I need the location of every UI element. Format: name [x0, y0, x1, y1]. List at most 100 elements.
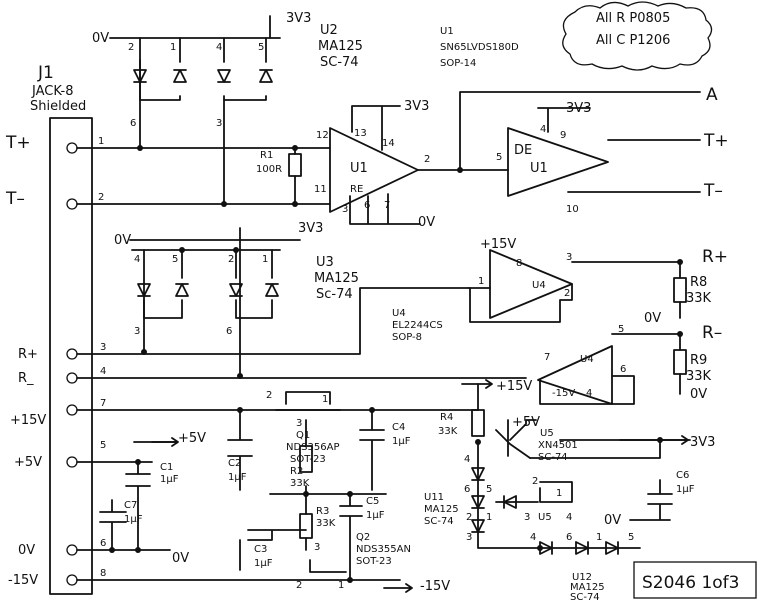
- rail-m15-bus: -15V: [420, 579, 450, 594]
- pin-label-p15: +15V: [10, 413, 46, 428]
- rail-p15-u4: +15V: [480, 237, 516, 252]
- q2-pin3: 3: [314, 542, 320, 553]
- u2-part: MA125: [318, 39, 363, 54]
- q1-pin3: 3: [296, 418, 302, 429]
- notes-line-2: All C P1206: [596, 33, 670, 48]
- u2-pin-a: 2: [128, 42, 134, 53]
- sheet-id: S2046 1of3: [642, 573, 739, 593]
- u1-pin6: 6: [364, 200, 370, 211]
- u5-sub: U5: [538, 512, 552, 523]
- net-rp: R+: [702, 247, 728, 267]
- rail-m15-u4: -15V: [552, 388, 575, 399]
- r3-ref: R3: [316, 506, 329, 517]
- c4-ref: C4: [392, 422, 405, 433]
- net-rm: R–: [702, 323, 722, 343]
- u4-pin5: 5: [618, 324, 624, 335]
- q2-pin1: 1: [338, 580, 344, 591]
- c5-ref: C5: [366, 496, 379, 507]
- u1-part: SN65LVDS180D: [440, 42, 519, 53]
- pin-num-8: 8: [100, 568, 106, 579]
- rail-p15-bus: +15V: [496, 379, 532, 394]
- u1-pin11: 11: [314, 184, 327, 195]
- u3-part: MA125: [314, 271, 359, 286]
- r8-ref: R8: [690, 275, 707, 290]
- u4b-ref: U4: [580, 354, 594, 365]
- pin-label-tp: T+: [5, 133, 31, 153]
- notes-cloud: All R P0805 All C P1206: [562, 1, 713, 71]
- u1-pin7: 7: [384, 200, 390, 211]
- u12-pin-c: 1: [596, 532, 602, 543]
- pin-num-1: 1: [98, 136, 104, 147]
- u1-pin4: 4: [540, 124, 546, 135]
- r1-value: 100R: [256, 164, 282, 175]
- rail-3v3-u1d: 3V3: [566, 101, 591, 116]
- r8-value: 33K: [686, 291, 712, 306]
- pin-num-7: 7: [100, 398, 106, 409]
- u4-ref: U4: [392, 308, 406, 319]
- rail-0v-u3: 0V: [114, 233, 131, 248]
- u4-pin1: 1: [478, 276, 484, 287]
- u3-pin-c: 2: [228, 254, 234, 265]
- u3-pin-d: 1: [262, 254, 268, 265]
- pin-label-p5: +5V: [14, 455, 42, 470]
- c2-ref: C2: [228, 458, 241, 469]
- c1-ref: C1: [160, 462, 173, 473]
- c4-value: 1µF: [392, 436, 411, 447]
- rail-3v3-u2: 3V3: [286, 11, 311, 26]
- u3-pin-b: 5: [172, 254, 178, 265]
- u1-pin5: 5: [496, 152, 502, 163]
- u3-pkg: Sc-74: [316, 287, 353, 302]
- r2-value: 33K: [290, 478, 310, 489]
- r4-ref: R4: [440, 412, 453, 423]
- q2-pin2: 2: [296, 580, 302, 591]
- c6-value: 1µF: [676, 484, 695, 495]
- u1-pin9: 9: [560, 130, 566, 141]
- u2-pin-b: 1: [170, 42, 176, 53]
- junctions: [109, 145, 683, 583]
- u11-pin-f: 3: [466, 532, 472, 543]
- u5-part: XN4501: [538, 440, 578, 451]
- u1-pin10: 10: [566, 204, 579, 215]
- u1-ref-top: U1: [440, 26, 454, 37]
- u1-pin13: 13: [354, 128, 367, 139]
- u12-pin-a: 4: [530, 532, 536, 543]
- u2-pin-f: 3: [216, 118, 222, 129]
- r9-value: 33K: [686, 369, 712, 384]
- q1-pin2: 2: [266, 390, 272, 401]
- wiring: [76, 15, 701, 581]
- u5-pkg: SC-74: [538, 452, 568, 463]
- c3-ref: C3: [254, 544, 267, 555]
- u1-pin12: 12: [316, 130, 329, 141]
- u1-pkg: SOP-14: [440, 58, 476, 69]
- pin-num-2: 2: [98, 192, 104, 203]
- u3-pin-f: 6: [226, 326, 232, 337]
- u1-pin14: 14: [382, 138, 395, 149]
- pin-num-6: 6: [100, 538, 106, 549]
- u4-pin2: 2: [564, 288, 570, 299]
- u1-tx-ref: U1: [530, 161, 548, 176]
- rail-0v-u2: 0V: [92, 31, 109, 46]
- q2-part: NDS355AN: [356, 544, 411, 555]
- c3-value: 1µF: [254, 558, 273, 569]
- u12-pin-d: 5: [628, 532, 634, 543]
- rail-0v-bus: 0V: [172, 551, 189, 566]
- connector-j1: J1 JACK-8 Shielded: [30, 63, 93, 595]
- u4-pkg: SOP-8: [392, 332, 422, 343]
- u4-pin6: 6: [620, 364, 626, 375]
- c2-value: 1µF: [228, 472, 247, 483]
- pin-num-4: 4: [100, 366, 106, 377]
- c6-ref: C6: [676, 470, 689, 481]
- j1-type: JACK-8: [31, 84, 73, 99]
- pin-label-0v: 0V: [18, 543, 35, 558]
- connector-pins: 1 2 3 4 7 5 6 8 T+ T– R+ R_ +15V +5V 0V …: [5, 133, 106, 588]
- q1-pkg: SOT-23: [290, 454, 326, 465]
- net-a: A: [706, 85, 718, 105]
- u4-pin3: 3: [566, 252, 572, 263]
- q2-pkg: SOT-23: [356, 556, 392, 567]
- u2-pin-e: 6: [130, 118, 136, 129]
- u4-part: EL2244CS: [392, 320, 443, 331]
- u11-pin-b: 6: [464, 484, 470, 495]
- u11-pin-c: 5: [486, 484, 492, 495]
- r4-value: 33K: [438, 426, 458, 437]
